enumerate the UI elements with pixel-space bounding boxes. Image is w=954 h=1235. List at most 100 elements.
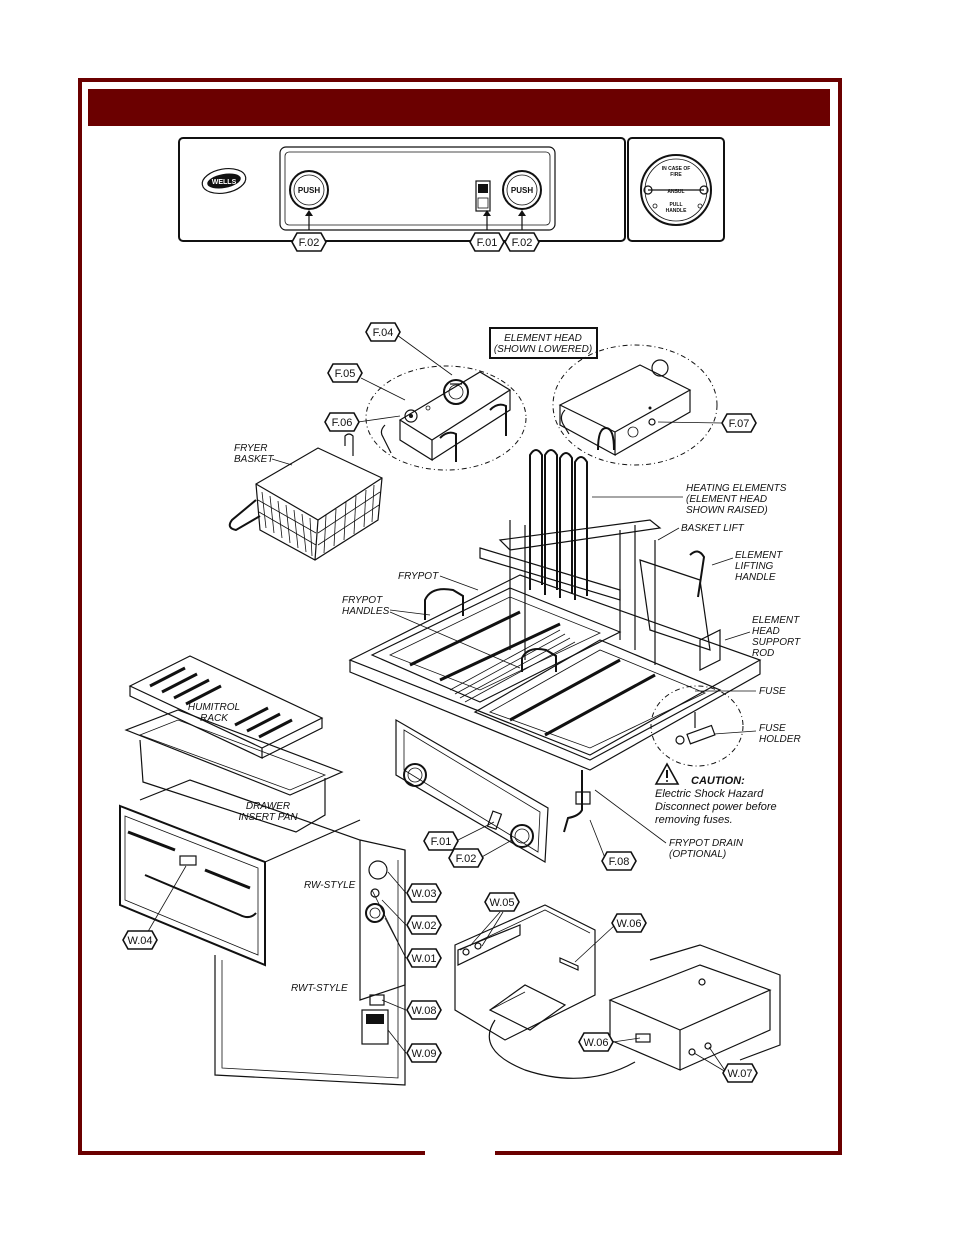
- frypot-drain-label-2: (OPTIONAL): [669, 849, 726, 860]
- power-switch[interactable]: [475, 180, 491, 212]
- callout-w06-top: W.06: [611, 913, 647, 933]
- heating-elements-label-2: (ELEMENT HEAD: [686, 494, 767, 505]
- element-head-label-2: (SHOWN LOWERED): [494, 344, 592, 355]
- caution-line3: removing fuses.: [655, 814, 733, 826]
- callout-leaders: [145, 334, 727, 1073]
- callout-text: W.03: [411, 888, 436, 900]
- callout-text: W.09: [411, 1048, 436, 1060]
- push-button-left[interactable]: PUSH: [289, 170, 329, 210]
- element-head-detail-left: [365, 365, 527, 471]
- callout-text: W.05: [489, 897, 514, 909]
- fire-pull-panel: [627, 137, 725, 242]
- support-rod-label-3: SUPPORT: [752, 637, 801, 648]
- callout-text: W.07: [727, 1068, 752, 1080]
- warmer-drawer: [119, 779, 406, 1086]
- drawer-pan-label-2: INSERT PAN: [238, 812, 298, 823]
- callout-text: F.06: [332, 417, 353, 429]
- frypot-drain: [563, 770, 583, 833]
- drawer-pan-label-1: DRAWER: [246, 801, 290, 812]
- callout-text: F.01: [477, 237, 498, 249]
- callout-text: F.05: [335, 368, 356, 380]
- fire-pull-line1: IN CASE OF: [662, 166, 691, 172]
- logo-text: WELLS: [212, 179, 237, 186]
- callout-text: F.02: [456, 853, 477, 865]
- callout-text: W.06: [583, 1037, 608, 1049]
- caution-line1: Electric Shock Hazard: [655, 788, 764, 800]
- callout-f01-top: F.01: [469, 232, 505, 252]
- callout-f04: F.04: [365, 322, 401, 342]
- fryer-assembly: [348, 449, 762, 864]
- fryer-basket-label-1: FRYER: [234, 443, 268, 454]
- rwt-style-label: RWT-STYLE: [291, 983, 348, 994]
- fryer-basket: [228, 433, 383, 561]
- wells-logo: WELLS: [201, 167, 247, 195]
- caution-note: CAUTION: Electric Shock Hazard Disconnec…: [654, 762, 777, 826]
- callout-w05: W.05: [484, 892, 520, 912]
- warning-icon: [654, 762, 680, 785]
- callout-text: W.02: [411, 920, 436, 932]
- callout-f08: F.08: [601, 851, 637, 871]
- callout-text: W.04: [127, 935, 152, 947]
- caution-line2: Disconnect power before: [655, 801, 777, 813]
- callout-text: F.02: [299, 237, 320, 249]
- callout-f05: F.05: [327, 363, 363, 383]
- lifting-handle-label-1: ELEMENT: [735, 550, 783, 561]
- element-head-box: ELEMENT HEAD (SHOWN LOWERED): [489, 327, 598, 359]
- lifting-handle: [689, 550, 706, 598]
- fire-pull-line5: HANDLE: [666, 208, 687, 214]
- reset-button: [404, 409, 418, 423]
- support-rod-label-1: ELEMENT: [752, 615, 800, 626]
- thermostat-knob: [443, 379, 469, 405]
- fuse-label: FUSE: [759, 686, 786, 697]
- callout-text: W.08: [411, 1005, 436, 1017]
- fire-pull-handle[interactable]: IN CASE OF FIRE ANSUL PULL HANDLE: [640, 154, 712, 226]
- rw-style-label: RW-STYLE: [304, 880, 356, 891]
- fryer-basket-label-2: BASKET: [234, 454, 274, 465]
- callout-text: F.01: [431, 836, 452, 848]
- caution-title: CAUTION:: [691, 775, 745, 787]
- fuse-holder-label-1: FUSE: [759, 723, 786, 734]
- drawer-insert-pan: [124, 709, 344, 833]
- callout-text: W.06: [616, 918, 641, 930]
- element-head-detail-right: [552, 344, 718, 466]
- fuse-access-button: [648, 418, 656, 426]
- left-push-label: PUSH: [298, 186, 320, 195]
- drawer-slide-detail: [454, 904, 781, 1079]
- callout-text: F.08: [609, 856, 630, 868]
- humitrol-rack-label-1: HUMITROL: [188, 702, 240, 713]
- callout-w02: W.02: [406, 915, 442, 935]
- callout-f06: F.06: [324, 412, 360, 432]
- drawer-handle: [144, 874, 257, 919]
- push-button-right[interactable]: PUSH: [502, 170, 542, 210]
- heating-elements-label-3: SHOWN RAISED): [686, 505, 768, 516]
- heating-elements-label-1: HEATING ELEMENTS: [686, 483, 787, 494]
- callout-f01-bottom: F.01: [423, 831, 459, 851]
- callout-w03: W.03: [406, 883, 442, 903]
- frypot-handles-label-1: FRYPOT: [342, 595, 383, 606]
- footer-gap: [425, 1148, 495, 1158]
- page-frame: [78, 78, 842, 1158]
- callout-w07: W.07: [722, 1063, 758, 1083]
- callout-f02-left: F.02: [291, 232, 327, 252]
- lifting-handle-label-2: LIFTING: [735, 561, 774, 572]
- callout-w09: W.09: [406, 1043, 442, 1063]
- panel-callout-leaders: [305, 210, 526, 230]
- header-bar: [88, 89, 830, 126]
- frypot-label: FRYPOT: [398, 571, 439, 582]
- callout-text: F.04: [373, 327, 394, 339]
- lifting-handle-label-3: HANDLE: [735, 572, 776, 583]
- right-push-label: PUSH: [511, 186, 533, 195]
- control-panel: WELLS PUSH PUSH IN CASE OF F: [178, 137, 725, 242]
- callout-f02-bottom: F.02: [448, 848, 484, 868]
- callout-f02-right: F.02: [504, 232, 540, 252]
- callout-text: W.01: [411, 953, 436, 965]
- frypot-drain-label-1: FRYPOT DRAIN: [669, 838, 744, 849]
- frypot-handles-label-2: HANDLES: [342, 606, 390, 617]
- callout-text: F.02: [512, 237, 533, 249]
- support-rod-label-2: HEAD: [752, 626, 780, 637]
- support-rod-label-4: ROD: [752, 648, 774, 659]
- fire-pull-line4: PULL: [669, 202, 682, 208]
- basket-lift-label: BASKET LIFT: [681, 523, 745, 534]
